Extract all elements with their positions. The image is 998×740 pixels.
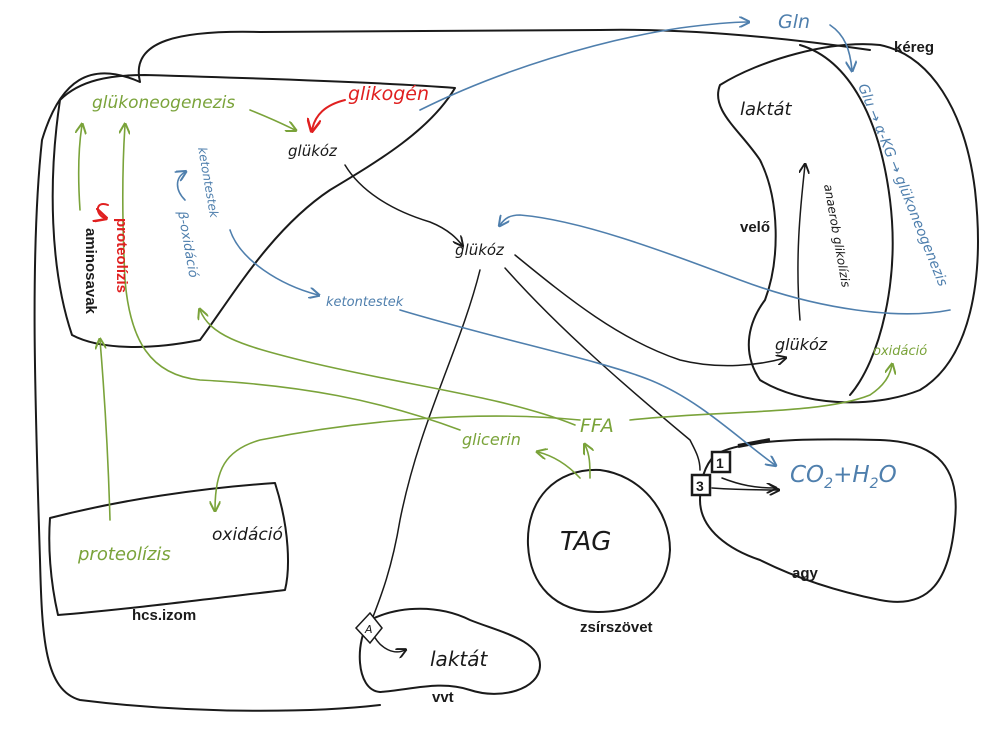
liver-to-gln-arrow [419,22,748,111]
brain-box-1 [710,450,732,474]
organ-label-kereg: kéreg [894,39,934,56]
liver-beta-oxidacio: β-oxidáció [174,209,201,279]
blood-ketontestek: ketontestek [326,295,404,310]
blood-ffa: FFA [580,415,614,437]
muscle-aminoacids-up [100,340,111,521]
ketones-to-brain [399,309,775,465]
blood-glucose-to-brain [504,267,701,471]
ffa-to-muscle-oxidation [215,415,581,510]
kidney-glycolysis-arrow [797,165,805,321]
liver-glukoneogenezis: glükoneogenezis [92,93,235,113]
kidney-oxidacio: oxidáció [873,344,927,359]
brain-path-3 [711,488,778,490]
muscle-oxidacio: oxidáció [212,525,283,545]
kidney-outline [717,43,979,404]
organ-label-zsirszovet: zsírszövet [580,619,653,636]
blood-glicerin: glicerin [462,430,521,449]
kidney-gln: Gln [778,11,810,33]
aminosavak-to-gluconeo [79,125,82,211]
gluconeo-to-glucose [249,109,295,130]
rbc-outline [358,607,541,695]
ffa-to-kidney-oxidation [629,365,892,421]
ffa-to-beta-oxidation [200,310,576,426]
liver-glukoz: glükóz [288,142,338,160]
liver-ketontestek: ketontestek [195,146,221,220]
big-circulation-loop [33,28,871,712]
glicerin-to-gluconeo [123,125,461,431]
kidney-glukoz: glükóz [775,335,828,354]
rbc-box-label: A [364,623,373,636]
adipose-tag: TAG [560,527,611,557]
brain-box-3-label: 3 [696,478,704,494]
glikogen-to-glucose [312,99,346,130]
liver-ketones-to-blood [229,229,318,295]
liver-aminosavak: aminosavak [82,228,99,315]
kidney-laktat: laktát [740,99,793,120]
brain-path-1 [721,477,775,488]
liver-proteolizis: proteolízis [113,218,130,293]
brain-box-1-label: 1 [716,455,724,471]
organ-label-vvt: vvt [432,689,454,706]
liver-glucose-to-blood [344,164,462,245]
organ-label-velo: velő [740,219,770,236]
brain-co2-h2o: CO2+H2O [790,462,897,492]
kidney-gluconeo-to-blood [500,214,951,315]
rbc-laktat: laktát [430,647,488,671]
brain-entry-bar [737,438,771,448]
kidney-anaerob-glikolizis: anaerob glikolízis [821,183,853,288]
muscle-outline [48,482,289,616]
organ-label-hcs-izom: hcs.izom [132,607,196,624]
blood-glukoz: glükóz [455,241,505,259]
brain-box-3 [690,473,712,497]
brain-outline [699,438,957,603]
organ-label-agy: agy [792,565,819,582]
gln-to-glu-arrow [829,24,852,70]
blood-glucose-to-rbc [367,269,481,631]
ketone-curve-arrow [178,172,186,201]
rbc-diamond-box [354,611,383,645]
muscle-proteolizis: proteolízis [77,544,171,565]
liver-outline [51,74,456,348]
proteolysis-curve-arrow [98,203,108,218]
liver-glikogen: glikogén [348,83,429,105]
adipose-outline [526,468,671,613]
tag-to-glicerin [538,452,581,479]
tag-to-ffa [585,445,590,479]
kidney-glu-chain: Glu → α-KG → glükoneogenezis [854,82,950,289]
blood-glucose-to-kidney [514,254,785,367]
kidney-inner-boundary [799,44,894,396]
